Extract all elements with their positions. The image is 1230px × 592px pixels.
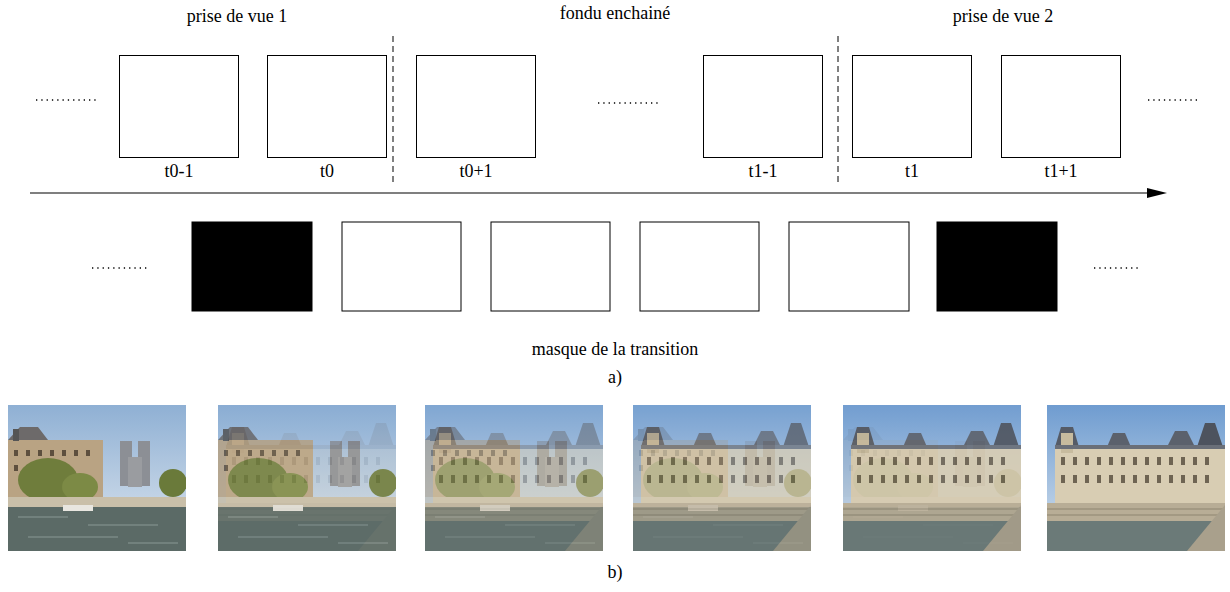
mask-caption: masque de la transition bbox=[532, 338, 698, 360]
video-frame: t1 bbox=[852, 55, 972, 158]
crossfade-photos bbox=[8, 405, 1225, 551]
video-frame: t1+1 bbox=[1001, 55, 1121, 158]
shot-boundary bbox=[393, 36, 838, 185]
transition-mask bbox=[192, 222, 1057, 311]
frame-time-label: t1 bbox=[905, 160, 919, 182]
frame-time-label: t0 bbox=[320, 160, 334, 182]
transition-title: fondu enchainé bbox=[560, 2, 670, 24]
panel-letter: b) bbox=[608, 561, 623, 583]
video-frame: t0+1 bbox=[416, 55, 536, 158]
frame-time-label: t0+1 bbox=[459, 160, 492, 182]
shot-title: prise de vue 2 bbox=[953, 5, 1053, 27]
video-frame: t0-1 bbox=[119, 55, 239, 158]
time-axis bbox=[30, 188, 1167, 198]
video-frame: t0 bbox=[267, 55, 387, 158]
panel-letter: a) bbox=[608, 366, 622, 388]
frame-time-label: t0-1 bbox=[165, 160, 194, 182]
video-frame: t1-1 bbox=[703, 55, 823, 158]
frame-time-label: t1-1 bbox=[749, 160, 778, 182]
shot-title: prise de vue 1 bbox=[187, 5, 287, 27]
frame-time-label: t1+1 bbox=[1044, 160, 1077, 182]
